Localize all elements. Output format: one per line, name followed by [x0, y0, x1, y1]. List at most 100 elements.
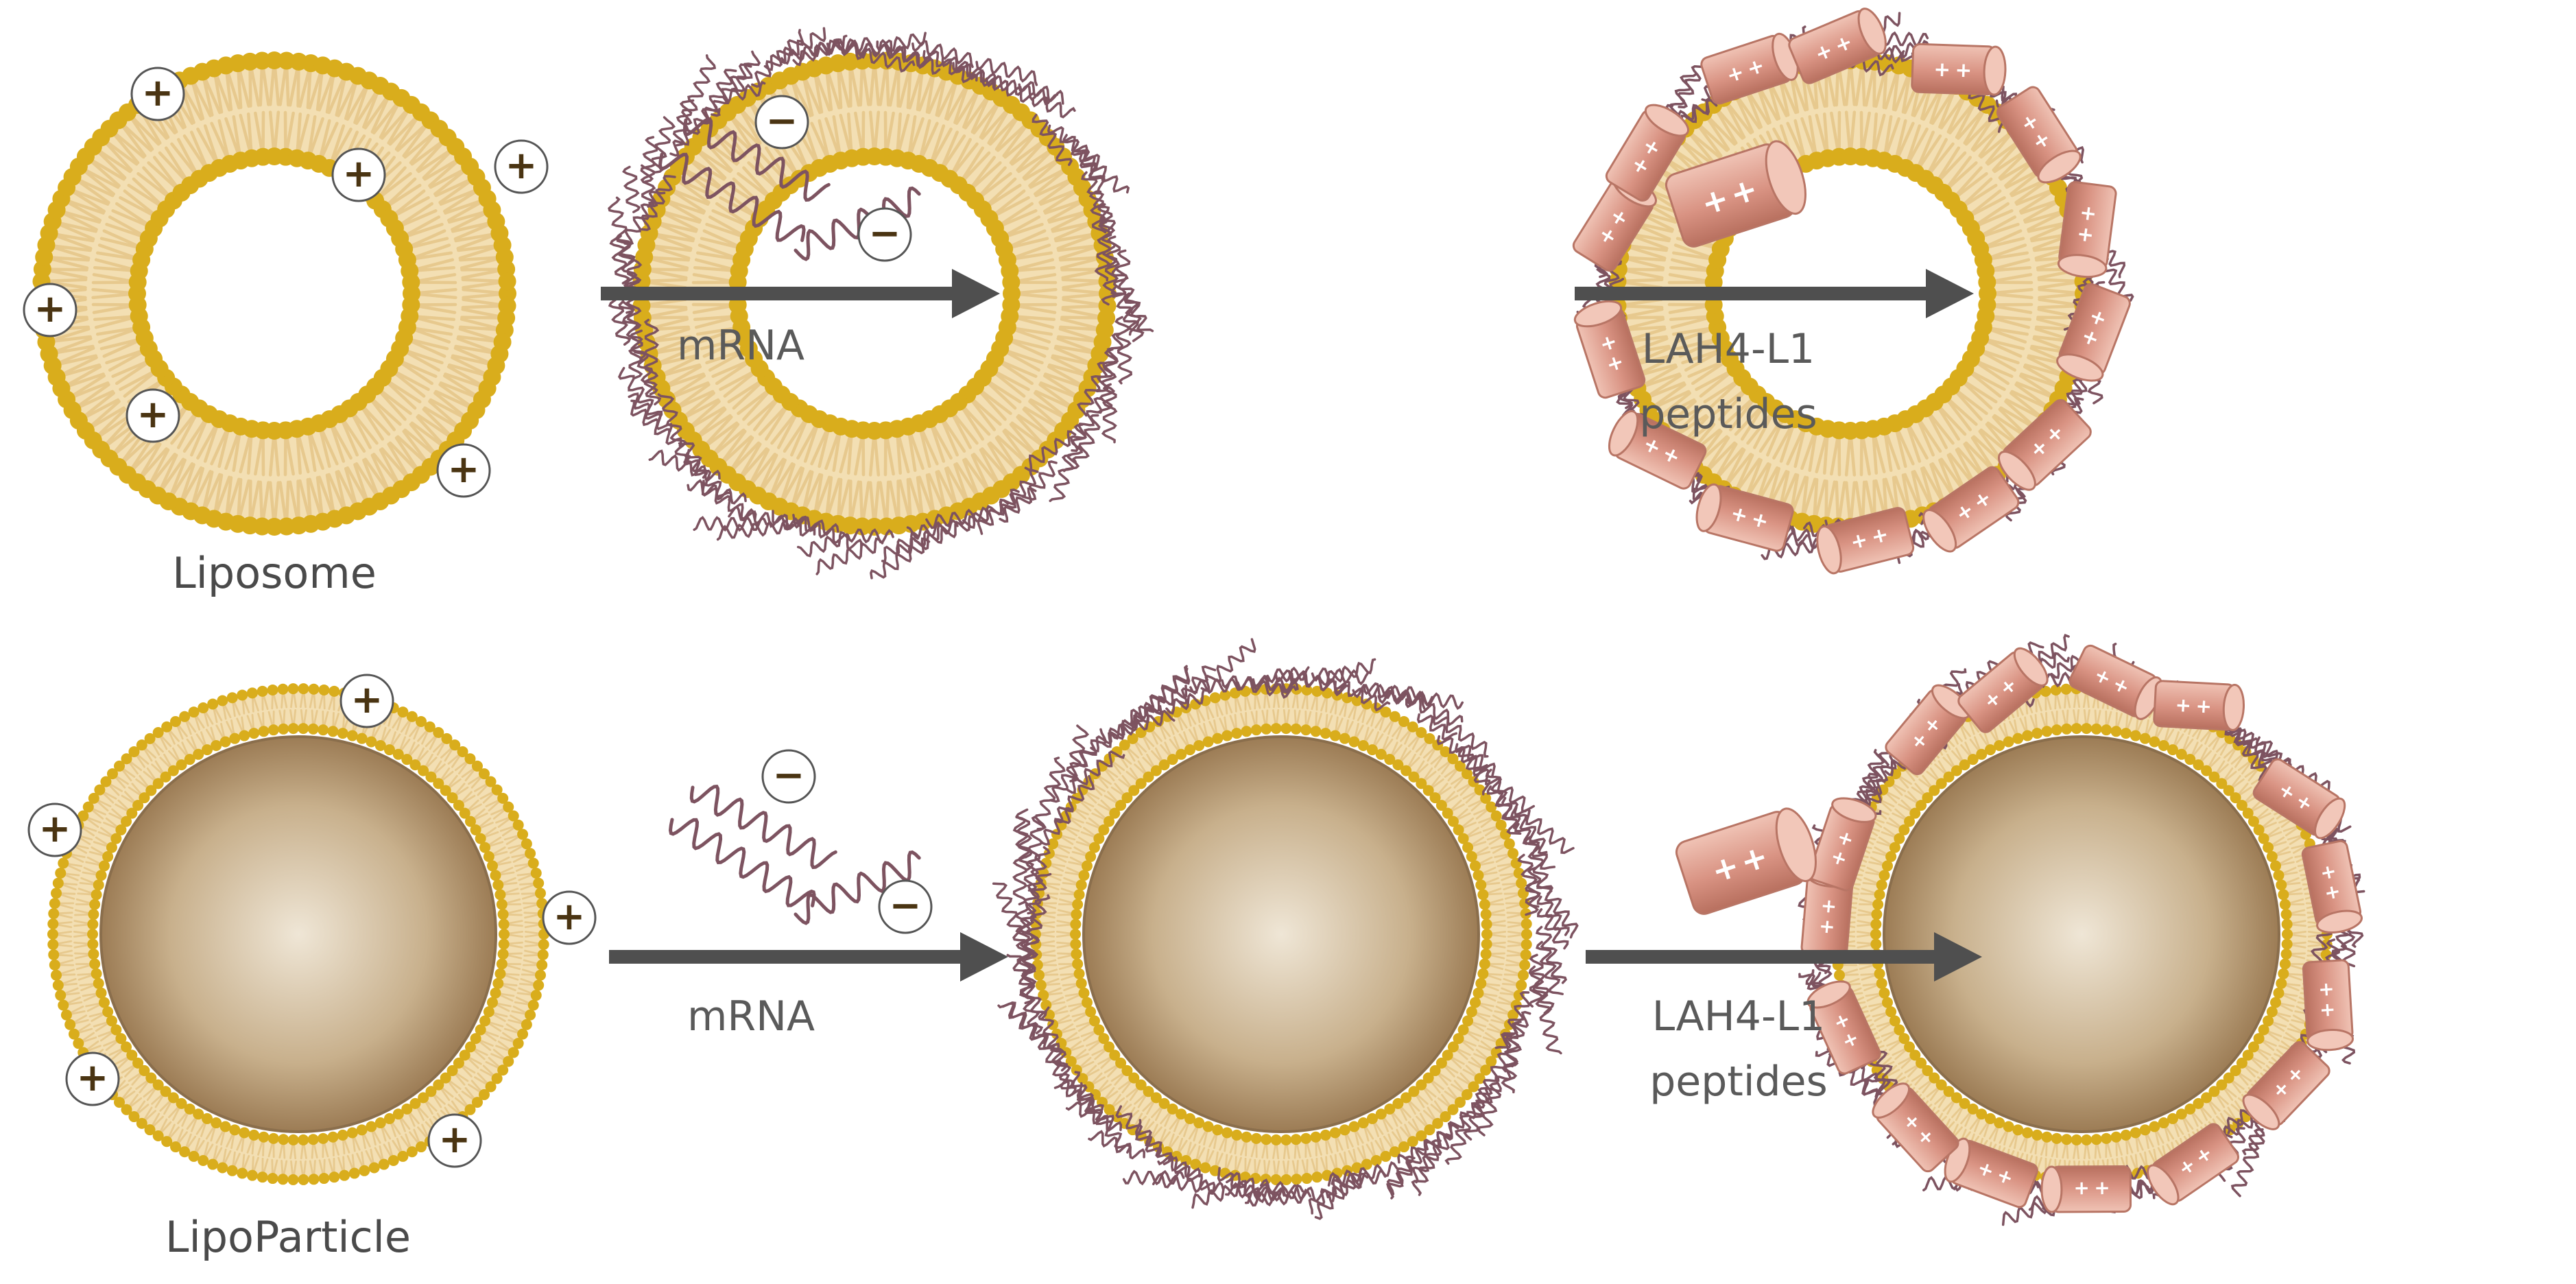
mrna-strand: [1314, 1172, 1361, 1220]
peptide-cylinder: ++: [1675, 807, 1817, 915]
mrna-strand: [1501, 1010, 1531, 1050]
mrna-strand: [1097, 348, 1119, 414]
lipid-bilayer: [632, 51, 1117, 536]
svg-text:−: −: [766, 99, 798, 143]
arrows-layer: [601, 269, 1982, 982]
peptide-cylinder: ++: [1922, 466, 2020, 553]
mrna-strand: [1053, 774, 1095, 824]
mrna-strand: [1062, 423, 1087, 473]
positive-charge-icon: +: [331, 147, 386, 202]
mrna-strand: [1034, 757, 1066, 831]
mrna-strand: [840, 43, 916, 73]
peptide-cylinder: ++: [1808, 797, 1877, 892]
mrna-strand: [1062, 134, 1106, 193]
mrna-strand: [1110, 267, 1154, 333]
positive-charge-icon: +: [23, 283, 77, 337]
peptide-cylinder: ++: [2147, 1123, 2239, 1206]
mrna-strand: [1536, 908, 1569, 950]
mrna-arrow-label-row1: mRNA: [676, 322, 805, 370]
mrna-strand: [617, 366, 663, 420]
mrna-strand: [1677, 65, 1706, 109]
peptide-cylinder: ++: [2040, 1165, 2132, 1213]
mrna-strand: [1073, 143, 1106, 180]
svg-text:−: −: [890, 883, 922, 928]
mrna-strand: [1320, 658, 1376, 687]
peptide-cylinder: ++: [2057, 181, 2117, 278]
lipoparticle: [47, 683, 549, 1185]
mrna-strand: [1015, 808, 1034, 859]
mrna-strand: [1252, 674, 1299, 694]
mrna-strand: [1018, 81, 1064, 105]
positive-charge-icon: +: [339, 674, 394, 728]
mrna-strand: [975, 58, 1038, 86]
free-molecules-layer: −−−−++++: [658, 95, 1817, 934]
negative-charge-icon: −: [754, 95, 809, 150]
mrna-strand: [668, 818, 816, 907]
svg-text:+: +: [439, 1117, 471, 1162]
peptide-cylinder: ++: [1788, 8, 1887, 84]
mrna-strand: [1531, 983, 1562, 1055]
mrna-strand: [1191, 1180, 1246, 1209]
peptide-cylinder: ++: [1957, 647, 2049, 733]
peptide-cylinder: ++: [2302, 959, 2354, 1051]
bilayer-band: [41, 60, 508, 527]
mrna-strand: [1088, 190, 1107, 234]
peptide-charge-icon: +: [2195, 694, 2213, 717]
mrna-strand: [641, 175, 676, 231]
peptide-charge-icon: +: [1815, 918, 1839, 936]
mrna-strand: [2226, 722, 2269, 783]
mrna-strand: [1110, 285, 1140, 336]
peptide-cylinder: ++: [1944, 1137, 2038, 1209]
mrna-strand: [1867, 752, 1894, 796]
peptide-charge-icon: +: [2175, 693, 2192, 717]
peptide-charge-icon: +: [2316, 1001, 2339, 1019]
mrna-strand: [1416, 713, 1458, 741]
process-arrow: [1575, 269, 1974, 318]
solid-core: [1082, 735, 1480, 1133]
mrna-strand: [625, 270, 642, 331]
mrna-strand: [1040, 807, 1074, 846]
svg-text:+: +: [351, 678, 383, 722]
mrna-strand: [643, 318, 660, 396]
mrna-strand: [1066, 724, 1090, 783]
positive-charge-icon: +: [130, 67, 185, 121]
peptide-cylinder: ++: [1605, 104, 1689, 202]
process-arrow: [609, 932, 1008, 982]
mrna-strand: [1476, 1082, 1502, 1137]
lipoparticle-mrna: [992, 638, 1579, 1220]
mrna-strand: [1012, 816, 1035, 871]
mrna-strand: [721, 80, 766, 104]
mrna-strand: [999, 468, 1039, 510]
mrna-strand: [1501, 1033, 1520, 1094]
positive-charge-icon: +: [65, 1051, 120, 1106]
mrna-strand: [1001, 1001, 1060, 1053]
peptide-coating: ++++++++++++++++++++++++++++++: [1800, 644, 2363, 1213]
svg-text:+: +: [448, 447, 480, 492]
mrna-strand: [962, 498, 1010, 530]
mrna-strand: [1031, 95, 1076, 119]
mrna-strand: [1079, 152, 1130, 194]
mrna-strand: [1528, 965, 1555, 1014]
mrna-strand: [623, 190, 666, 246]
mrna-strand: [1101, 383, 1118, 444]
liposome-mrna: [608, 27, 1154, 580]
mrna-strand: [682, 117, 831, 202]
mrna-strand: [1162, 1156, 1216, 1192]
mrna-strand: [1122, 1169, 1185, 1186]
mrna-strand: [650, 116, 676, 174]
peptide-charge-icon: +: [2076, 204, 2101, 224]
mrna-strand: [992, 882, 1029, 949]
peptide-charge-icon: +: [2073, 1178, 2089, 1200]
mrna-strand: [1069, 396, 1104, 453]
peptide-cylinder: ++: [2056, 283, 2131, 382]
peptide-charge-icon: +: [1816, 898, 1840, 916]
mrna-strand: [1094, 221, 1112, 282]
mrna-strand: [1226, 1172, 1269, 1195]
mrna-strand: [1501, 796, 1548, 855]
peptide-cylinder: ++: [1608, 410, 1707, 490]
mrna-strand: [1012, 855, 1028, 905]
svg-text:+: +: [39, 807, 71, 851]
mrna-strand: [1165, 688, 1208, 715]
mrna-strand: [925, 506, 990, 530]
mrna-strand: [1115, 1105, 1162, 1157]
